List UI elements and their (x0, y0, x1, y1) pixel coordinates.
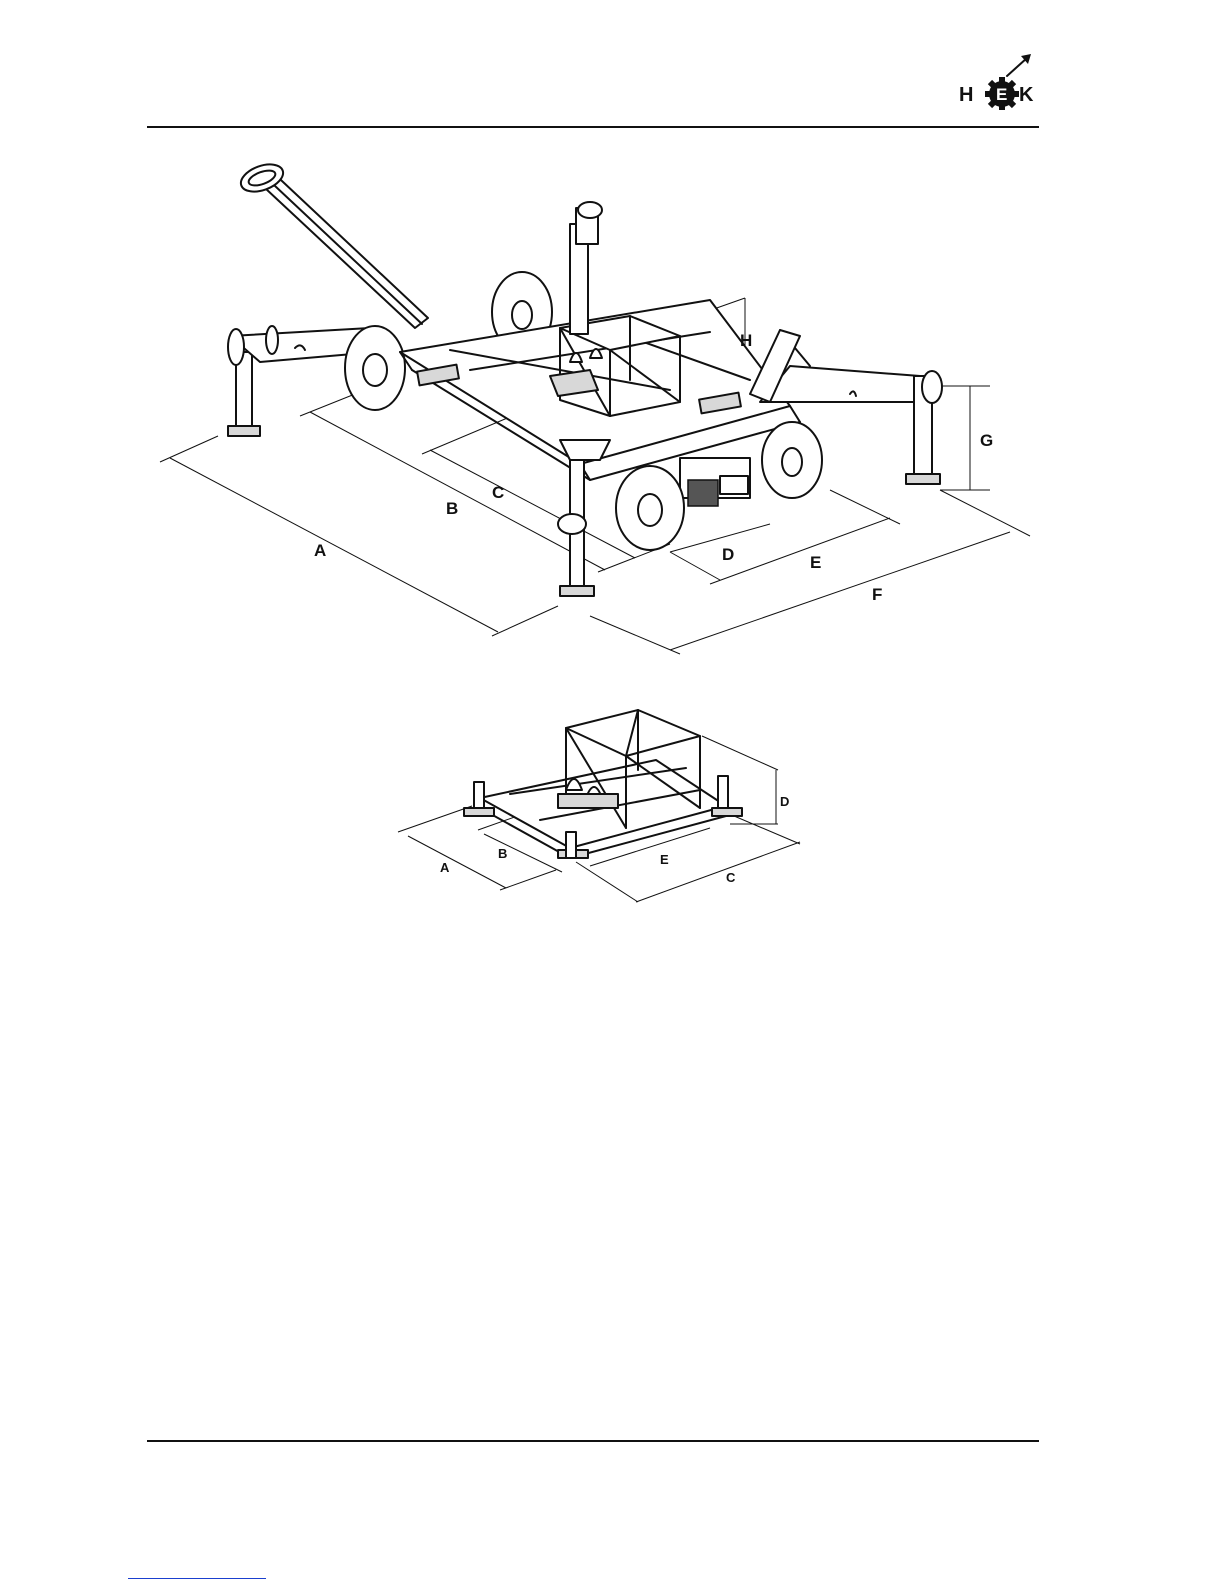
wheel-rear-left (345, 326, 405, 410)
winch-motor (680, 458, 750, 506)
front-jack (558, 440, 610, 596)
base-dim-label-b: B (498, 846, 507, 861)
wheel-front-right (762, 422, 822, 498)
base-dim-label-d: D (780, 794, 789, 809)
logo-letter-k: K (1019, 84, 1034, 106)
base-dim-label-c: C (726, 870, 736, 885)
rear-jack (570, 202, 602, 334)
dim-label-c: C (492, 483, 504, 502)
logo-letter-h: H (959, 84, 973, 106)
static-tower-base-frame-drawing: A B C D E (380, 690, 820, 915)
footer-link-underline[interactable] (128, 1578, 266, 1580)
mobile-tower-base-trailer-drawing: A B C D E F G H (150, 140, 1050, 670)
header-rule (147, 126, 1039, 128)
dim-label-f: F (872, 585, 882, 604)
logo-letter-e: E (996, 85, 1007, 104)
dim-label-h: H (740, 331, 752, 350)
wheel-front-left (616, 466, 684, 550)
footer-rule (147, 1440, 1039, 1442)
tow-bar (237, 159, 428, 328)
hek-gear-logo-icon: H E K (955, 52, 1045, 110)
base-dim-label-e: E (660, 852, 669, 867)
dim-label-g: G (980, 431, 993, 450)
base-dim-label-a: A (440, 860, 450, 875)
dim-label-e: E (810, 553, 821, 572)
dim-label-d: D (722, 545, 734, 564)
dim-label-a: A (314, 541, 326, 560)
dim-label-b: B (446, 499, 458, 518)
